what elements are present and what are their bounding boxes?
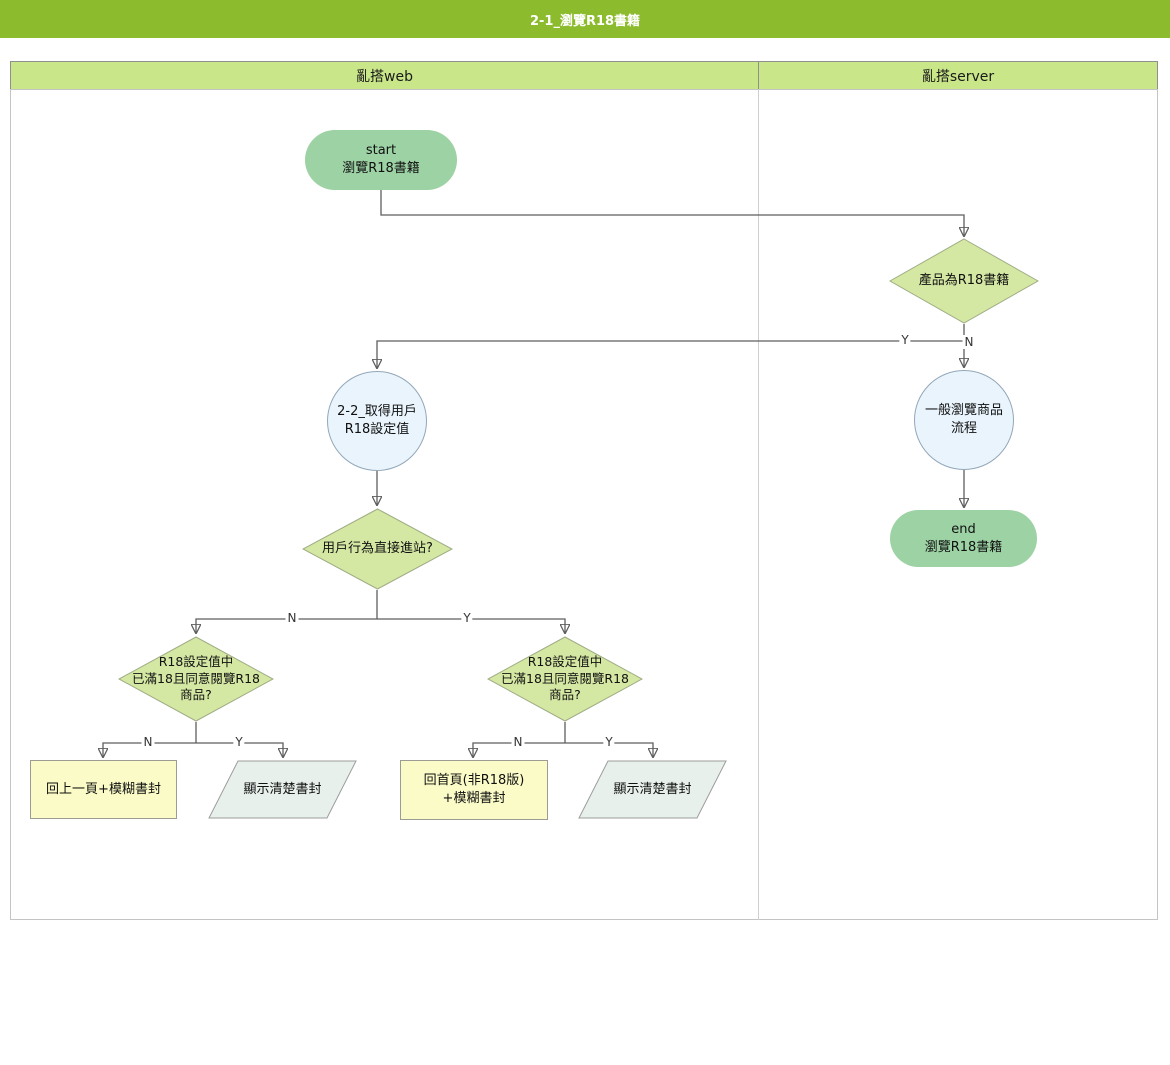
io-show-clear-cover-left: 顯示清楚書封: [208, 760, 357, 819]
process-back-blur-cover: 回上一頁+模糊書封: [30, 760, 177, 819]
decision-r18-setting-left: R18設定值中 已滿18且同意閱覽R18 商品?: [118, 636, 274, 722]
lane-server-label: 亂搭server: [921, 68, 995, 85]
process-home-blur-cover-label: 回首頁(非R18版) +模糊書封: [423, 773, 525, 806]
parallelogram-shape: [578, 760, 727, 819]
diamond-shape: [118, 636, 274, 722]
edge-label-d1-yes: Y: [899, 333, 911, 347]
decision-r18-setting-right-label: R18設定值中 已滿18且同意閱覽R18 商品?: [501, 653, 629, 703]
subprocess-general-browse-flow: 一般瀏覽商品 流程: [914, 370, 1014, 470]
edge-label-d3-yes: Y: [233, 735, 245, 749]
parallelogram-shape: [208, 760, 357, 819]
lane-header-server: 亂搭server: [758, 61, 1158, 90]
end-node-label: end 瀏覽R18書籍: [924, 521, 1003, 555]
edge-label-d2-yes: Y: [461, 611, 473, 625]
edge-label-d1-no: N: [962, 335, 976, 349]
decision-r18-setting-left-label: R18設定值中 已滿18且同意閱覽R18 商品?: [132, 653, 260, 703]
process-back-blur-cover-label: 回上一頁+模糊書封: [46, 781, 161, 797]
start-node-label: start 瀏覽R18書籍: [342, 143, 420, 176]
decision-r18-setting-right: R18設定值中 已滿18且同意閱覽R18 商品?: [487, 636, 643, 722]
edge-label-d4-yes: Y: [603, 735, 615, 749]
diamond-shape: [889, 238, 1039, 324]
decision-product-is-r18: 產品為R18書籍: [889, 238, 1039, 324]
diagram-title-bar: 2-1_瀏覽R18書籍: [0, 0, 1170, 38]
subprocess-get-user-r18-setting-label: 2-2_取得用戶 R18設定值: [337, 404, 417, 437]
edge-label-d3-no: N: [141, 735, 155, 749]
subprocess-general-browse-flow-label: 一般瀏覽商品 流程: [924, 403, 1003, 436]
edge-label-d2-no: N: [285, 611, 299, 625]
io-show-clear-cover-right: 顯示清楚書封: [578, 760, 727, 819]
decision-direct-entry-label: 用戶行為直接進站?: [322, 541, 433, 557]
start-node: start 瀏覽R18書籍: [305, 130, 457, 190]
edge-label-d4-no: N: [511, 735, 525, 749]
lane-header-web: 亂搭web: [10, 61, 759, 90]
lane-divider: [758, 89, 759, 920]
lane-web-label: 亂搭web: [356, 68, 413, 85]
diagram-title: 2-1_瀏覽R18書籍: [529, 13, 641, 29]
decision-direct-entry: 用戶行為直接進站?: [302, 508, 453, 590]
io-show-clear-cover-left-label: 顯示清楚書封: [243, 781, 322, 797]
io-show-clear-cover-right-label: 顯示清楚書封: [613, 781, 692, 797]
diamond-shape: [302, 508, 453, 590]
end-node: end 瀏覽R18書籍: [890, 510, 1037, 567]
subprocess-get-user-r18-setting: 2-2_取得用戶 R18設定值: [327, 371, 427, 471]
diamond-shape: [487, 636, 643, 722]
decision-product-is-r18-label: 產品為R18書籍: [918, 273, 1010, 289]
process-home-blur-cover: 回首頁(非R18版) +模糊書封: [400, 760, 548, 820]
